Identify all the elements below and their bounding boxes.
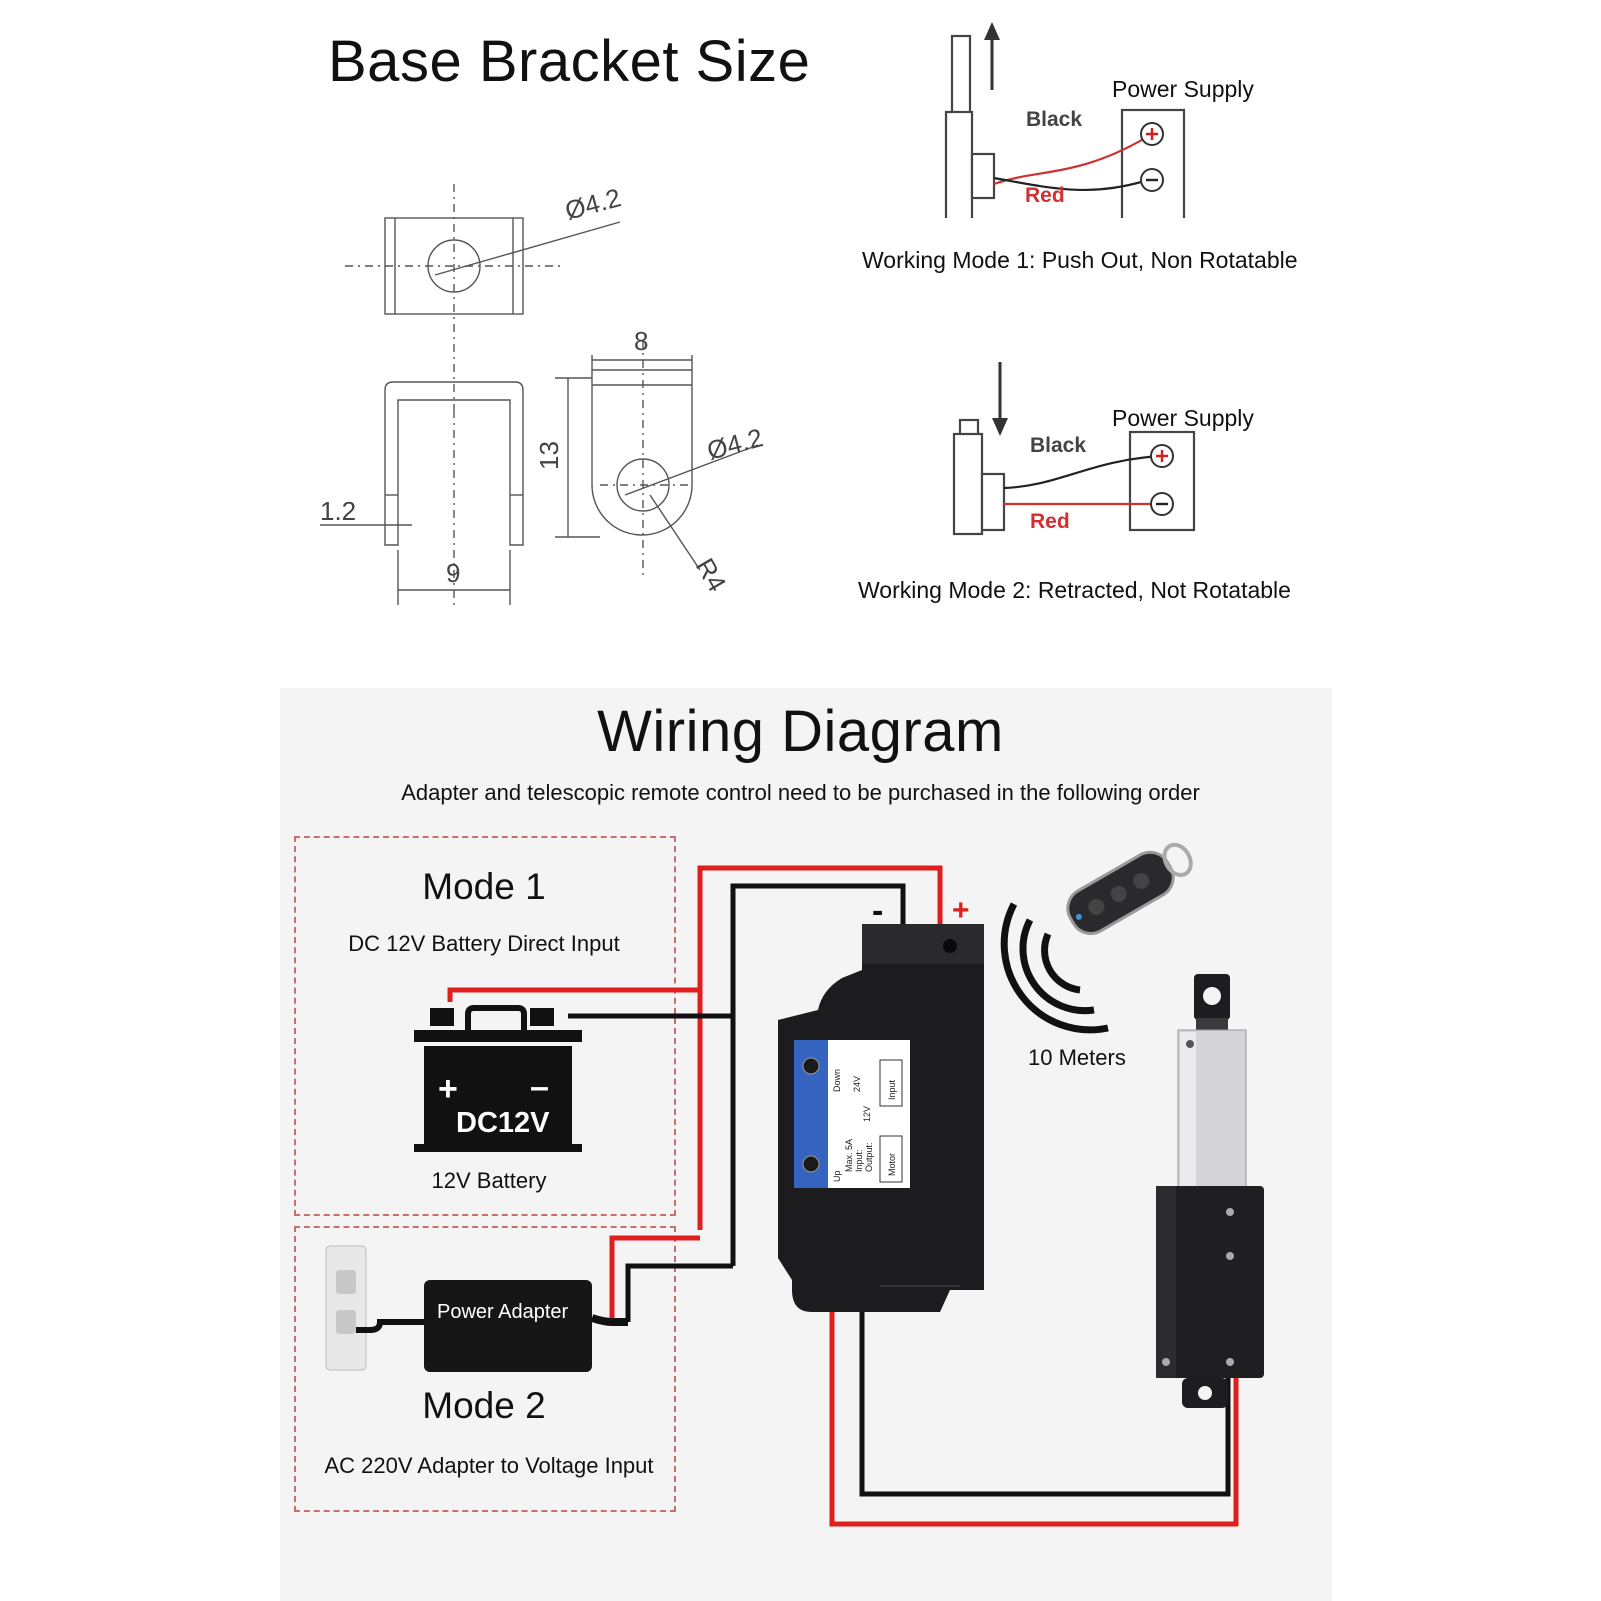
mode2-title: Mode 2: [422, 1385, 546, 1426]
wiring-subtitle: Adapter and telescopic remote control ne…: [401, 780, 1200, 805]
mode2-box: [294, 1226, 676, 1512]
main-black-wire: [730, 883, 906, 1266]
plus-terminal-icon: [1156, 450, 1168, 462]
dim-thickness: 1.2: [320, 496, 356, 526]
svg-text:Up: Up: [832, 1170, 842, 1182]
up-button-icon: [802, 1155, 820, 1173]
power-supply-box: [1128, 430, 1196, 532]
mode1-red-label: Red: [1025, 184, 1065, 207]
svg-text:24V: 24V: [852, 1076, 862, 1092]
wall-outlet-icon: [325, 1245, 424, 1371]
svg-text:+: +: [438, 1070, 458, 1108]
motor-red-wire: [829, 1310, 1239, 1527]
dim-height: 13: [534, 441, 564, 470]
power-supply-box: [1120, 108, 1186, 218]
battery-label: 12V Battery: [431, 1168, 547, 1193]
mode1-subtitle: DC 12V Battery Direct Input: [348, 931, 620, 956]
svg-text:–: –: [530, 1068, 549, 1106]
mode2-black-label: Black: [1030, 434, 1087, 457]
black-wire: [1003, 454, 1163, 490]
adapter-black-wire: [625, 1263, 733, 1322]
svg-text:Input: Input: [887, 1079, 897, 1100]
svg-text:Input:: Input:: [854, 1149, 864, 1172]
mode2-caption: Working Mode 2: Retracted, Not Rotatable: [858, 577, 1291, 603]
working-mode-2-diagram: [952, 362, 1196, 536]
main-red-wire: [697, 865, 943, 1230]
plus-label: +: [952, 894, 970, 927]
dim-width-top: 8: [634, 326, 648, 356]
working-mode-1-diagram: [944, 22, 1186, 218]
mode2-subtitle: AC 220V Adapter to Voltage Input: [324, 1453, 654, 1478]
bracket-u-profile: [384, 381, 524, 546]
mode1-power-supply-label: Power Supply: [1112, 76, 1254, 102]
svg-text:Output:: Output:: [864, 1142, 874, 1172]
battery-text: DC12V: [456, 1107, 550, 1139]
red-wire: [993, 133, 1153, 186]
linear-actuator-icon: [1156, 974, 1264, 1408]
bracket-side-hole: [616, 458, 670, 512]
plus-terminal-icon: [1146, 128, 1158, 140]
battery-icon: + – DC12V: [414, 1005, 582, 1152]
mode1-black-label: Black: [1026, 108, 1083, 131]
remote-control-icon: [1066, 842, 1193, 935]
bracket-drawing: Ø4.2 8 Ø4.2 13 1.2 9 R4: [320, 182, 766, 610]
signal-waves-icon: [1000, 902, 1109, 1034]
svg-text:Down: Down: [832, 1069, 842, 1092]
remote-range-label: 10 Meters: [1028, 1045, 1126, 1070]
black-wire: [993, 176, 1149, 192]
mode1-caption: Working Mode 1: Push Out, Non Rotatable: [862, 247, 1298, 273]
mode1-box: [294, 836, 676, 1216]
dim-inner-width: 9: [446, 558, 460, 588]
battery-red-wire: [447, 987, 703, 1006]
mode1-title: Mode 1: [422, 866, 546, 907]
up-arrow-icon: [984, 22, 1000, 40]
down-arrow-icon: [992, 418, 1008, 436]
adapter-label: Power Adapter: [437, 1301, 569, 1323]
down-button-icon: [802, 1057, 820, 1075]
svg-text:Motor: Motor: [887, 1153, 897, 1176]
mode2-red-label: Red: [1030, 510, 1070, 533]
svg-text:Max. 5A: Max. 5A: [844, 1139, 854, 1172]
adapter-red-wire: [609, 1235, 700, 1322]
wiring-title: Wiring Diagram: [597, 699, 1004, 764]
mode2-power-supply-label: Power Supply: [1112, 405, 1254, 431]
power-adapter-icon: Power Adapter: [424, 1280, 628, 1372]
bracket-title: Base Bracket Size: [328, 29, 811, 94]
bracket-side-view: [591, 369, 693, 536]
actuator-body: [952, 432, 984, 536]
controller-icon: Down Up Max. 5A Input: Output: 24V 12V I…: [778, 924, 984, 1312]
minus-label: -: [872, 892, 883, 930]
motor-black-wire: [859, 1310, 1231, 1497]
svg-text:12V: 12V: [862, 1106, 872, 1122]
